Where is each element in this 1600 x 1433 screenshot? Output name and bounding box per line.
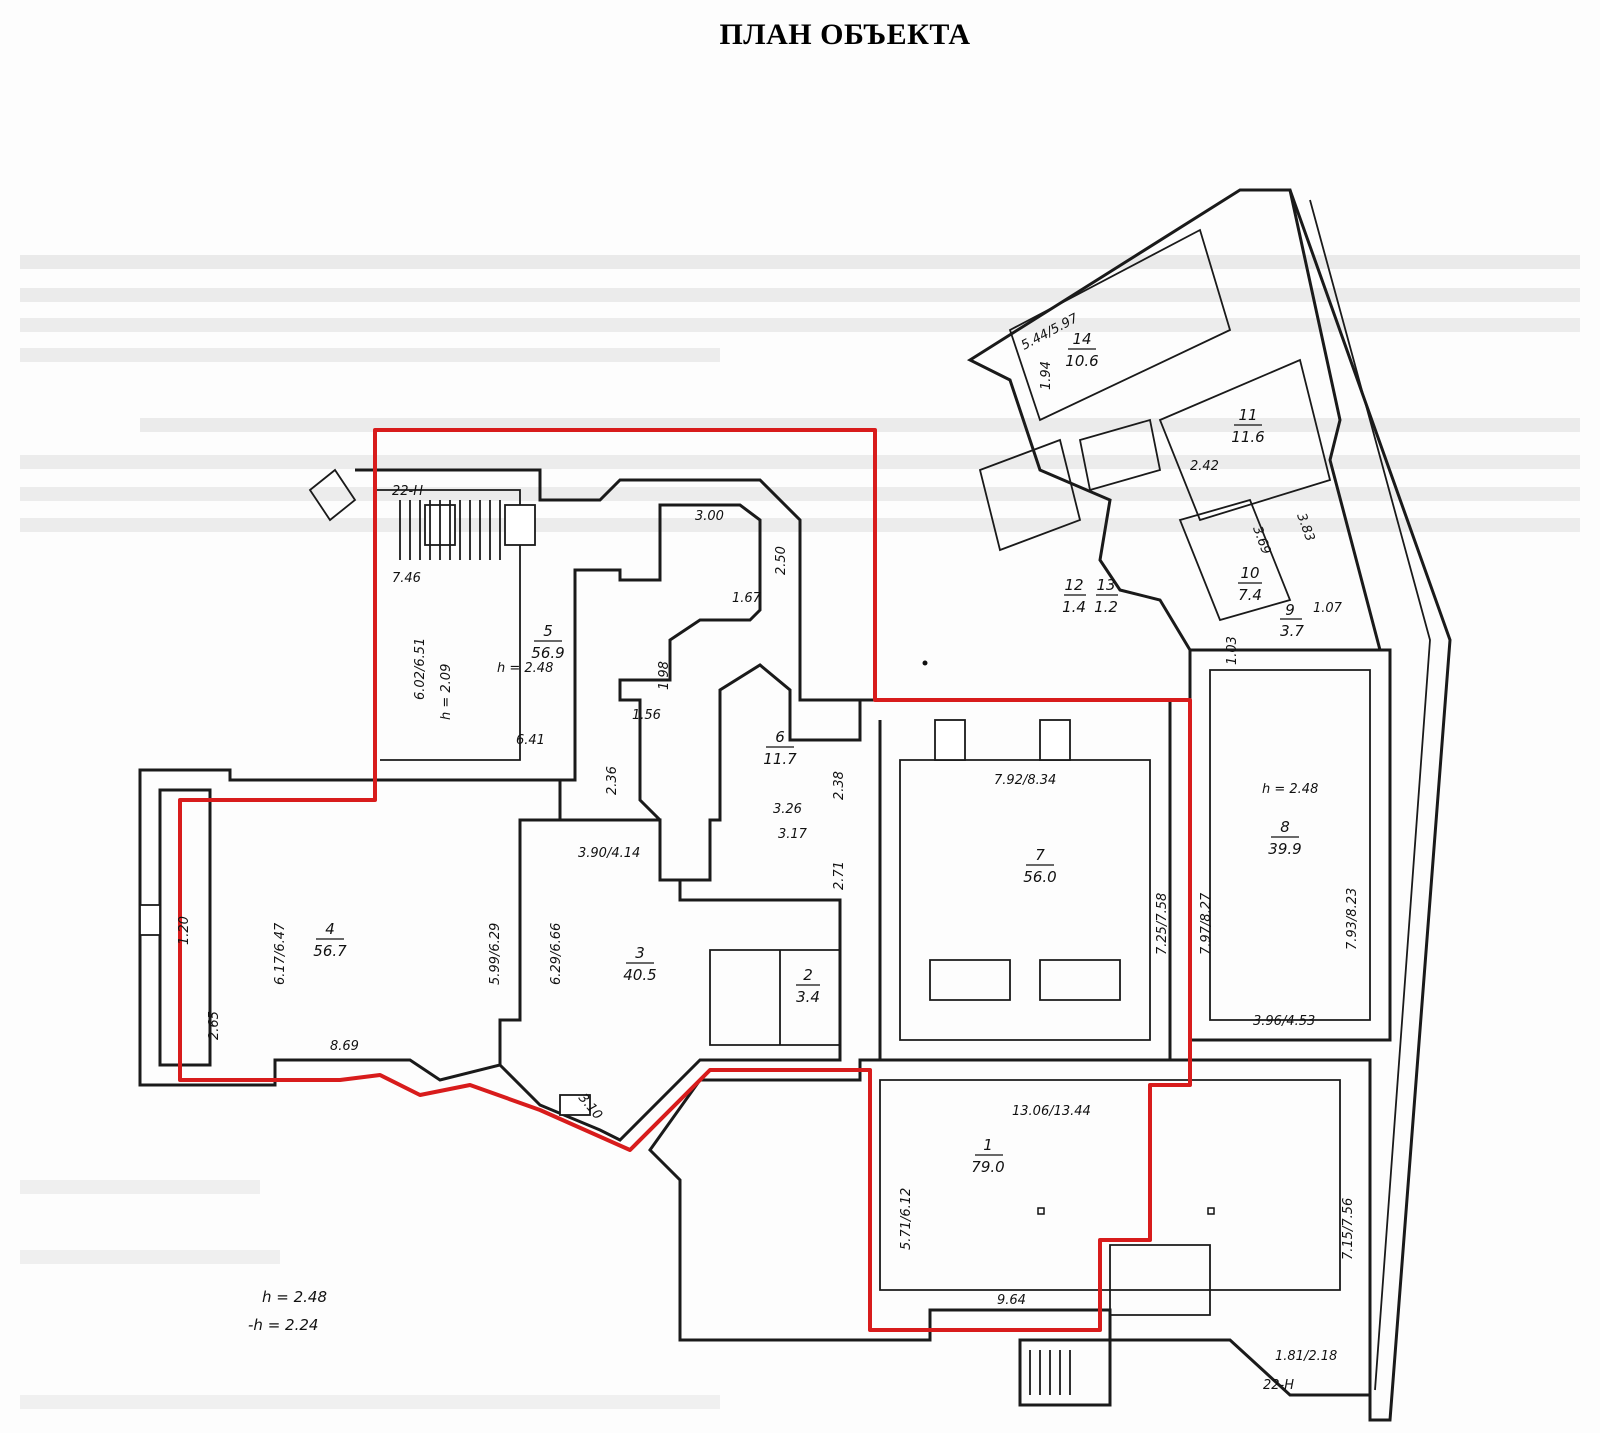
dimension-labels: 22-Н 22-Н 7.46 3.00 2.50 1.67 6.02/6.51 … [177,311,1360,1393]
svg-text:1.98: 1.98 [657,661,672,690]
svg-text:4: 4 [325,920,335,938]
room-label-5: 556.9 [531,622,564,662]
svg-text:11: 11 [1238,406,1257,424]
markers [922,660,1215,1215]
svg-text:6.02/6.51: 6.02/6.51 [413,638,428,700]
svg-text:7.93/8.23: 7.93/8.23 [1345,888,1360,950]
svg-text:10: 10 [1240,564,1259,582]
room-label-11: 11 11.6 [1231,406,1264,446]
svg-text:56.9: 56.9 [531,644,564,662]
svg-text:2.36: 2.36 [605,766,620,795]
svg-text:7: 7 [1035,846,1045,864]
svg-text:6: 6 [775,728,785,746]
svg-text:3.90/4.14: 3.90/4.14 [578,846,640,861]
room-label-9: 93.7 [1280,601,1304,640]
svg-text:14: 14 [1072,330,1091,348]
svg-text:3.96/4.53: 3.96/4.53 [1253,1014,1315,1029]
windows [139,504,1071,1116]
room-label-2: 23.4 [796,966,820,1006]
svg-text:7.4: 7.4 [1238,586,1262,604]
svg-text:2.38: 2.38 [832,771,847,800]
svg-text:1: 1 [983,1136,993,1154]
svg-text:2.42: 2.42 [1190,459,1219,474]
svg-text:79.0: 79.0 [971,1158,1004,1176]
svg-text:3.4: 3.4 [796,988,820,1006]
height-minus-h: -h = 2.24 [248,1316,318,1334]
svg-text:13: 13 [1096,576,1115,594]
svg-text:h = 2.48: h = 2.48 [1262,782,1318,797]
svg-text:5.71/6.12: 5.71/6.12 [899,1188,914,1250]
svg-text:11.6: 11.6 [1231,428,1264,446]
svg-text:56.0: 56.0 [1023,868,1056,886]
svg-text:13.06/13.44: 13.06/13.44 [1012,1104,1091,1119]
svg-text:3.00: 3.00 [695,509,724,524]
room-label-3: 340.5 [623,944,656,984]
svg-text:1.81/2.18: 1.81/2.18 [1275,1349,1337,1364]
svg-text:7.25/7.58: 7.25/7.58 [1155,893,1170,955]
room-label-1: 179.0 [971,1136,1004,1176]
svg-text:7.92/8.34: 7.92/8.34 [994,773,1056,788]
svg-text:40.5: 40.5 [623,966,656,984]
svg-text:h = 2.09: h = 2.09 [439,664,454,720]
svg-text:1.94: 1.94 [1039,361,1054,390]
svg-text:1.56: 1.56 [632,708,661,723]
room-label-7: 756.0 [1023,846,1056,886]
svg-text:1.20: 1.20 [177,916,192,945]
plan-title: ПЛАН ОБЪЕКТА [719,18,971,51]
room-label-8: 839.9 [1268,818,1301,858]
svg-text:1.67: 1.67 [732,591,762,606]
svg-text:39.9: 39.9 [1268,840,1301,858]
svg-text:5.99/6.29: 5.99/6.29 [488,923,503,985]
svg-text:2.65: 2.65 [207,1011,222,1040]
svg-text:22-Н: 22-Н [1263,1378,1294,1393]
svg-text:3.26: 3.26 [773,802,802,817]
svg-text:1.07: 1.07 [1313,601,1343,616]
object-boundary [178,428,1192,1332]
svg-text:1.4: 1.4 [1062,598,1086,616]
svg-text:3.17: 3.17 [778,827,808,842]
height-h: h = 2.48 [262,1288,327,1306]
svg-text:11.7: 11.7 [763,750,797,768]
room-label-4: 456.7 [313,920,347,960]
svg-text:8.69: 8.69 [330,1039,359,1054]
svg-text:2: 2 [803,966,813,984]
svg-text:8: 8 [1280,818,1290,836]
svg-text:2.50: 2.50 [774,546,789,575]
svg-text:7.46: 7.46 [392,571,421,586]
svg-text:6.29/6.66: 6.29/6.66 [549,923,564,985]
svg-text:6.41: 6.41 [516,733,545,748]
stair-top [399,500,501,560]
svg-text:6.17/6.47: 6.17/6.47 [273,922,288,985]
svg-text:3: 3 [635,944,645,962]
svg-text:12: 12 [1064,576,1083,594]
svg-text:9: 9 [1285,601,1295,619]
svg-text:22-Н: 22-Н [392,484,423,499]
svg-text:10.6: 10.6 [1065,352,1098,370]
svg-text:7.97/8.27: 7.97/8.27 [1199,892,1214,955]
room-label-14: 14 10.6 [1065,330,1098,370]
room-label-10: 107.4 [1238,564,1262,604]
room-label-13: 131.2 [1094,576,1118,616]
svg-text:7.15/7.56: 7.15/7.56 [1341,1198,1356,1260]
svg-text:1.2: 1.2 [1094,598,1118,616]
svg-text:5: 5 [543,622,553,640]
height-notes: h = 2.48 -h = 2.24 [248,1288,327,1334]
svg-text:2.71: 2.71 [832,861,847,890]
room-labels: 179.0 23.4 340.5 456.7 556.9 611.7 756.0… [313,330,1304,1176]
svg-text:1.03: 1.03 [1225,636,1240,665]
room-label-12: 121.4 [1062,576,1086,616]
svg-text:h = 2.48: h = 2.48 [497,661,553,676]
svg-text:56.7: 56.7 [313,942,347,960]
svg-text:3.7: 3.7 [1280,622,1304,640]
room-label-6: 611.7 [763,728,797,768]
svg-text:9.64: 9.64 [997,1293,1026,1308]
